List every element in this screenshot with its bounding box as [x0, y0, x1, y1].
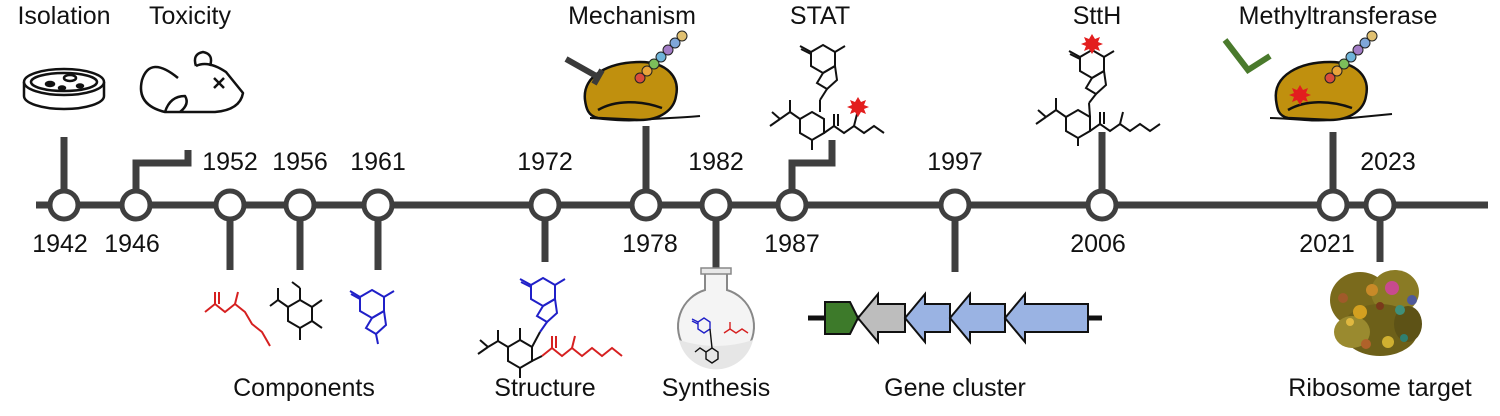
gene-gray [856, 291, 906, 345]
peptide-bead [1331, 65, 1343, 77]
year-1961: 1961 [350, 148, 406, 176]
flask-icon [677, 267, 755, 370]
peptide-bead [634, 72, 646, 84]
node-1972 [528, 188, 562, 222]
peptide-beads [1324, 30, 1378, 84]
node-1952 [213, 188, 247, 222]
methyltransferase-icon [1222, 30, 1393, 122]
peptide-bead [1352, 44, 1364, 56]
node-1987 [775, 188, 809, 222]
node-2021 [1316, 188, 1350, 222]
label-gene-cluster: Gene cluster [884, 374, 1026, 402]
peptide-beads [634, 30, 688, 84]
peptide-bead [1338, 58, 1350, 70]
label-structure: Structure [494, 374, 596, 402]
year-2006: 2006 [1070, 230, 1126, 258]
label-stat: STAT [789, 2, 851, 30]
peptide-bead [655, 51, 667, 63]
components-black-fragment [269, 281, 323, 340]
label-synthesis: Synthesis [661, 374, 771, 402]
label-stth: SttH [1072, 2, 1122, 30]
gene-blue-3 [1003, 291, 1089, 345]
node-1982 [699, 188, 733, 222]
year-1952: 1952 [202, 148, 258, 176]
year-1982: 1982 [688, 148, 744, 176]
mouse-icon [139, 50, 245, 114]
label-components: Components [233, 374, 375, 402]
label-toxicity: Toxicity [149, 2, 231, 30]
peptide-bead [1324, 72, 1336, 84]
connectors [60, 126, 1384, 272]
label-mechanism: Mechanism [568, 2, 696, 30]
gene-arrows-icon [808, 291, 1102, 345]
label-isolation: Isolation [17, 2, 111, 30]
year-1946: 1946 [104, 230, 160, 258]
gene-green [824, 301, 860, 335]
label-ribosome-target: Ribosome target [1288, 374, 1472, 402]
peptide-bead [676, 30, 688, 42]
year-2021: 2021 [1299, 230, 1355, 258]
node-1997 [938, 188, 972, 222]
gene-blue-2 [948, 291, 1006, 345]
peptide-bead [641, 65, 653, 77]
peptide-bead [662, 44, 674, 56]
ribosome-inhibition-icon [564, 30, 701, 122]
node-1956 [283, 188, 317, 222]
year-1987: 1987 [764, 230, 820, 258]
node-1961 [361, 188, 395, 222]
peptide-bead [1345, 51, 1357, 63]
year-1972: 1972 [517, 148, 573, 176]
node-2006 [1085, 188, 1119, 222]
peptide-bead [669, 37, 681, 49]
components-red-fragment [204, 291, 271, 347]
timeline-nodes [47, 188, 1397, 222]
structure-icon [477, 276, 623, 378]
year-1978: 1978 [622, 230, 678, 258]
year-1942: 1942 [32, 230, 88, 258]
components-blue-fragment [349, 288, 395, 345]
gene-blue-1 [903, 291, 951, 345]
node-1978 [629, 188, 663, 222]
node-1942 [47, 188, 81, 222]
year-1997: 1997 [927, 148, 983, 176]
petri-dish-icon [22, 67, 106, 111]
peptide-bead [648, 58, 660, 70]
node-1946 [119, 188, 153, 222]
year-1956: 1956 [272, 148, 328, 176]
year-2023: 2023 [1360, 148, 1416, 176]
stat-molecule-icon [769, 43, 885, 150]
node-2023 [1363, 188, 1397, 222]
peptide-bead [1366, 30, 1378, 42]
stth-molecule-icon [1035, 34, 1161, 146]
label-methyltransferase: Methyltransferase [1238, 2, 1438, 30]
ribosome-structure-icon [1330, 270, 1422, 356]
peptide-bead [1359, 37, 1371, 49]
